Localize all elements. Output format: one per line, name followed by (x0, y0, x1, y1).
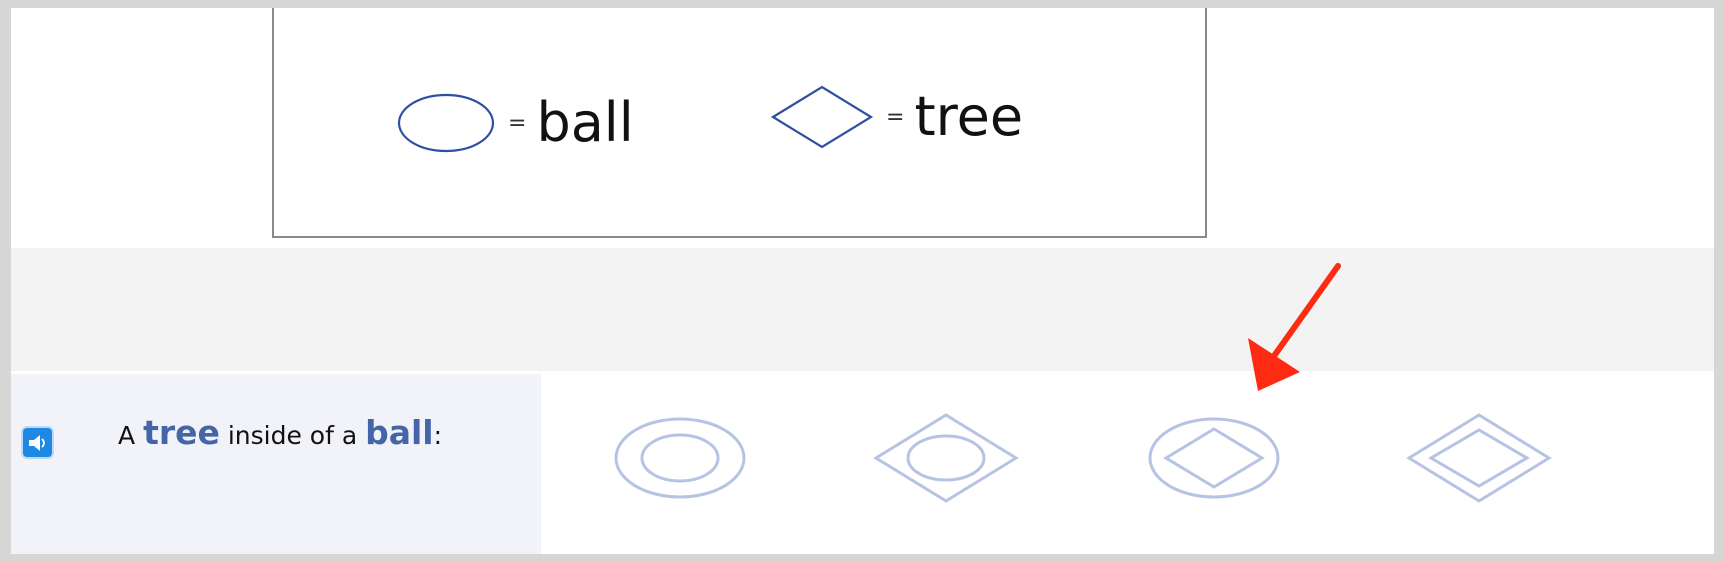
ellipse-icon (397, 93, 495, 153)
pointer-arrow (1236, 260, 1346, 404)
choice-ball-in-ball[interactable] (605, 408, 755, 508)
content-frame: = ball = tree A tree inside of a ball: (11, 8, 1714, 554)
legend-ball-label: ball (536, 91, 634, 154)
ball-in-tree-icon (873, 413, 1019, 503)
legend-tree: = tree (770, 84, 1023, 150)
diamond-icon (770, 85, 874, 149)
legend-tree-equals: = (886, 104, 905, 130)
speaker-icon (28, 434, 45, 451)
question-keyword-ball: ball (365, 413, 434, 452)
question-prompt: A tree inside of a ball: (118, 413, 442, 452)
red-arrow-icon (1248, 263, 1341, 391)
legend-ball: = ball (396, 92, 634, 154)
legend-tree-label: tree (914, 85, 1024, 148)
tree-in-ball-icon (1148, 417, 1280, 499)
question-prefix: A (118, 421, 144, 450)
legend-box: = ball = tree (272, 8, 1207, 238)
question-suffix: : (433, 421, 443, 450)
ball-in-ball-icon (614, 417, 746, 499)
separator-band (11, 248, 1714, 371)
question-keyword-tree: tree (143, 413, 220, 452)
choice-ball-in-tree[interactable] (871, 408, 1021, 508)
choice-tree-in-ball[interactable] (1139, 408, 1289, 508)
question-middle: inside of a (219, 421, 366, 450)
choice-tree-in-tree[interactable] (1404, 408, 1554, 508)
question-panel (11, 374, 541, 554)
tree-in-tree-icon (1406, 413, 1552, 503)
audio-button[interactable] (21, 426, 54, 459)
legend-ball-equals: = (508, 110, 527, 136)
